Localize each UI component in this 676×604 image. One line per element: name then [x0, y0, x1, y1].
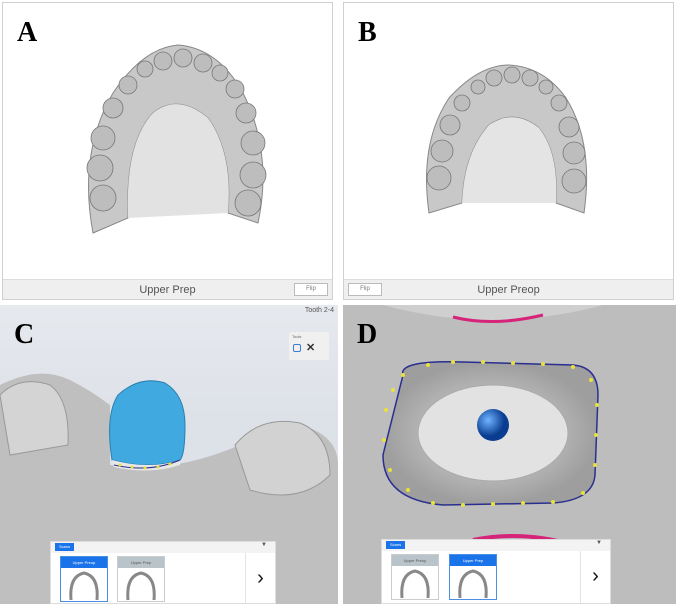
- upper-prep-arch-model[interactable]: [3, 3, 333, 281]
- viewer-footer: Flip Upper Preop: [344, 279, 673, 299]
- panel-d: D Scans ▼ Upper Preop Upper Prep ›: [343, 305, 676, 604]
- scan-card-upper-prep[interactable]: Upper Prep: [449, 554, 497, 600]
- panel-label: B: [358, 17, 377, 48]
- scan-title: Upper Preop: [477, 284, 540, 296]
- collapse-caret-icon[interactable]: ▼: [596, 540, 602, 546]
- scans-tab[interactable]: Scans: [55, 543, 75, 551]
- tools-title: Tools: [292, 334, 302, 339]
- arch-thumbnail-icon: [400, 569, 430, 599]
- next-arrow-button[interactable]: ›: [580, 551, 610, 603]
- next-arrow-button[interactable]: ›: [245, 553, 275, 603]
- panel-a: A Upper Prep Flip: [2, 2, 333, 300]
- card-title: Upper Preop: [392, 555, 438, 566]
- tool-target-icon[interactable]: [293, 344, 301, 352]
- card-title: Upper Prep: [450, 555, 496, 566]
- arch-thumbnail-icon: [126, 571, 156, 601]
- close-icon[interactable]: ✕: [306, 342, 316, 354]
- scan-title: Upper Prep: [139, 284, 196, 296]
- panel-label: D: [357, 319, 378, 350]
- panel-c: C Tooth 2-4 Tools ✕ Scans ▼ Upper Preop U…: [0, 305, 338, 604]
- margin-line-scene[interactable]: [343, 305, 676, 604]
- scan-card-upper-preop[interactable]: Upper Preop: [60, 556, 108, 602]
- panel-label: C: [14, 319, 35, 350]
- collapse-caret-icon[interactable]: ▼: [261, 542, 267, 548]
- card-title: Upper Preop: [61, 557, 107, 568]
- card-title: Upper Prep: [118, 557, 164, 568]
- scans-panel: Scans ▼ Upper Preop Upper Prep ›: [50, 541, 276, 604]
- upper-preop-arch-model[interactable]: [344, 3, 674, 281]
- panel-b: B Flip Upper Preop: [343, 2, 674, 300]
- scans-panel: Scans ▼ Upper Preop Upper Prep ›: [381, 539, 611, 604]
- arch-thumbnail-icon: [458, 569, 488, 599]
- tooth-label: Tooth 2-4: [304, 307, 334, 314]
- scan-card-upper-prep[interactable]: Upper Prep: [117, 556, 165, 602]
- arch-thumbnail-icon: [69, 571, 99, 601]
- tools-panel: Tools ✕: [289, 332, 329, 360]
- panel-label: A: [17, 17, 38, 48]
- viewer-footer: Upper Prep Flip: [3, 279, 332, 299]
- scans-tab[interactable]: Scans: [386, 541, 406, 549]
- flip-button[interactable]: Flip: [348, 283, 382, 296]
- flip-button[interactable]: Flip: [294, 283, 328, 296]
- scan-card-upper-preop[interactable]: Upper Preop: [391, 554, 439, 600]
